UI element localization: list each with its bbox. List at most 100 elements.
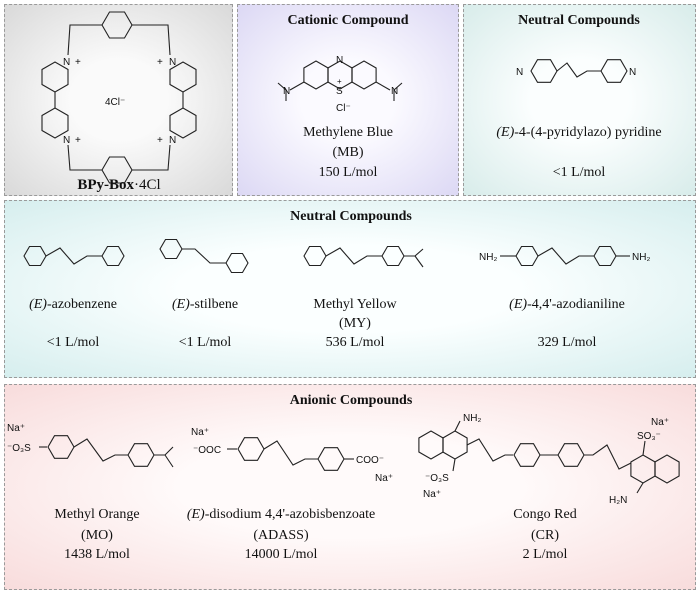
compound-name: Methylene Blue (303, 125, 393, 140)
aromatic-ring (593, 245, 617, 267)
binding-constant: <1 L/mol (552, 165, 606, 180)
atom-label: N (63, 135, 70, 146)
atom-label: N (169, 57, 176, 68)
bpy-box-label: BPy-Box·4Cl (77, 177, 161, 193)
atom-label: + (157, 57, 163, 68)
bond (182, 248, 226, 264)
benzene-ring (351, 60, 377, 90)
atom-label: Na⁺ (7, 423, 25, 434)
bond (154, 446, 174, 456)
bond (556, 62, 601, 78)
bond (132, 144, 171, 171)
pyridine-ring (530, 59, 558, 83)
bond (584, 444, 632, 470)
aromatic-ring (237, 437, 265, 461)
binding-constant: <1 L/mol (178, 335, 232, 350)
atom-label: N (336, 55, 343, 66)
atom-label: + (157, 135, 163, 146)
panel-title: Neutral Compounds (290, 209, 412, 224)
atom-label: N (629, 67, 636, 78)
atom-label: Na⁺ (191, 427, 209, 438)
neutral-panel: Neutral Compounds NH₂ NH₂ (E)-azobenzene… (4, 200, 696, 378)
atom-label: NH₂ (479, 252, 497, 263)
pyridinium-ring (169, 107, 197, 139)
binding-constant: 150 L/mol (318, 165, 378, 180)
atom-label: SO₃⁻ (637, 431, 661, 442)
compound-name: (E)-4,4'-azodianiline (509, 297, 625, 312)
binding-constant: 2 L/mol (522, 547, 568, 562)
neutral-structures: NH₂ NH₂ (23, 238, 650, 274)
atom-label: ⁻O₃S (7, 443, 31, 454)
atom-label: N (63, 57, 70, 68)
atom-label: ⁻OOC (193, 445, 221, 456)
atom-label: S (336, 86, 343, 97)
compound-abbr: (MO) (81, 528, 113, 543)
compound-abbr: (ADASS) (253, 528, 309, 543)
bpy-box-panel: N + N + N + N + 4Cl⁻ BPy-Box·4Cl (4, 4, 233, 196)
bond (289, 81, 305, 91)
counterion-label: 4Cl⁻ (105, 97, 125, 108)
aromatic-ring (225, 252, 249, 274)
benzene-ring (303, 60, 329, 90)
atom-label: NH₂ (632, 252, 650, 263)
atom-label: + (75, 135, 81, 146)
bond (164, 454, 174, 468)
atom-label: Na⁺ (375, 473, 393, 484)
bond (73, 438, 128, 462)
aromatic-ring (654, 454, 680, 484)
atom-label: Cl⁻ (336, 103, 351, 114)
aromatic-ring (513, 443, 541, 467)
bond (263, 440, 318, 466)
compound-abbr: (MY) (339, 316, 371, 331)
atom-label: NH₂ (463, 413, 481, 424)
aromatic-ring (101, 245, 125, 267)
bond (67, 24, 102, 56)
aromatic-ring (127, 443, 155, 467)
aromatic-ring (442, 430, 468, 460)
atom-label: Na⁺ (651, 417, 669, 428)
bond (642, 440, 646, 456)
pyridinium-ring (41, 107, 69, 139)
aromatic-ring (159, 238, 183, 260)
binding-constant: 1438 L/mol (64, 547, 130, 562)
atom-label: H₂N (609, 495, 627, 506)
binding-constant: 329 L/mol (537, 335, 597, 350)
compound-abbr: (CR) (531, 528, 559, 543)
pyridylazo-pyridine-structure: N N (516, 59, 636, 83)
atom-label: + (75, 57, 81, 68)
compound-abbr: (MB) (332, 145, 364, 160)
bond (537, 247, 594, 265)
bond (466, 438, 513, 462)
aromatic-ring (418, 430, 444, 460)
bond (404, 248, 424, 257)
aromatic-ring (630, 454, 656, 484)
methylene-blue-structure: N N N S + Cl⁻ (277, 55, 403, 114)
binding-constant: 536 L/mol (325, 335, 385, 350)
neutral-top-panel: Neutral Compounds N N (E)-4-(4-pyridylaz… (463, 4, 696, 196)
bond (277, 82, 287, 101)
bond (325, 247, 382, 265)
panel-title: Anionic Compounds (289, 393, 413, 408)
atom-label: N (283, 86, 290, 97)
bond (636, 482, 644, 494)
compound-name: (E)-azobenzene (29, 297, 117, 312)
atom-label: N (391, 86, 398, 97)
bpy-box-structure: N + N + N + N + 4Cl⁻ (41, 11, 197, 184)
atom-label: N (169, 135, 176, 146)
aromatic-ring (317, 447, 345, 471)
compound-name: Congo Red (513, 507, 577, 522)
aromatic-ring (557, 443, 585, 467)
aromatic-ring (303, 245, 327, 267)
compound-name: (E)-4-(4-pyridylazo) pyridine (496, 125, 662, 140)
benzene-ring (101, 11, 133, 39)
binding-constant: <1 L/mol (46, 335, 100, 350)
bond (414, 255, 424, 268)
bond (393, 82, 403, 101)
compound-name: (E)-stilbene (171, 297, 239, 312)
panel-title: Neutral Compounds (518, 13, 640, 28)
cationic-panel: Cationic Compound N N N S + Cl⁻ Methylen… (237, 4, 459, 196)
aromatic-ring (515, 245, 539, 267)
compound-name: Methyl Yellow (313, 297, 397, 312)
bond (45, 247, 102, 265)
